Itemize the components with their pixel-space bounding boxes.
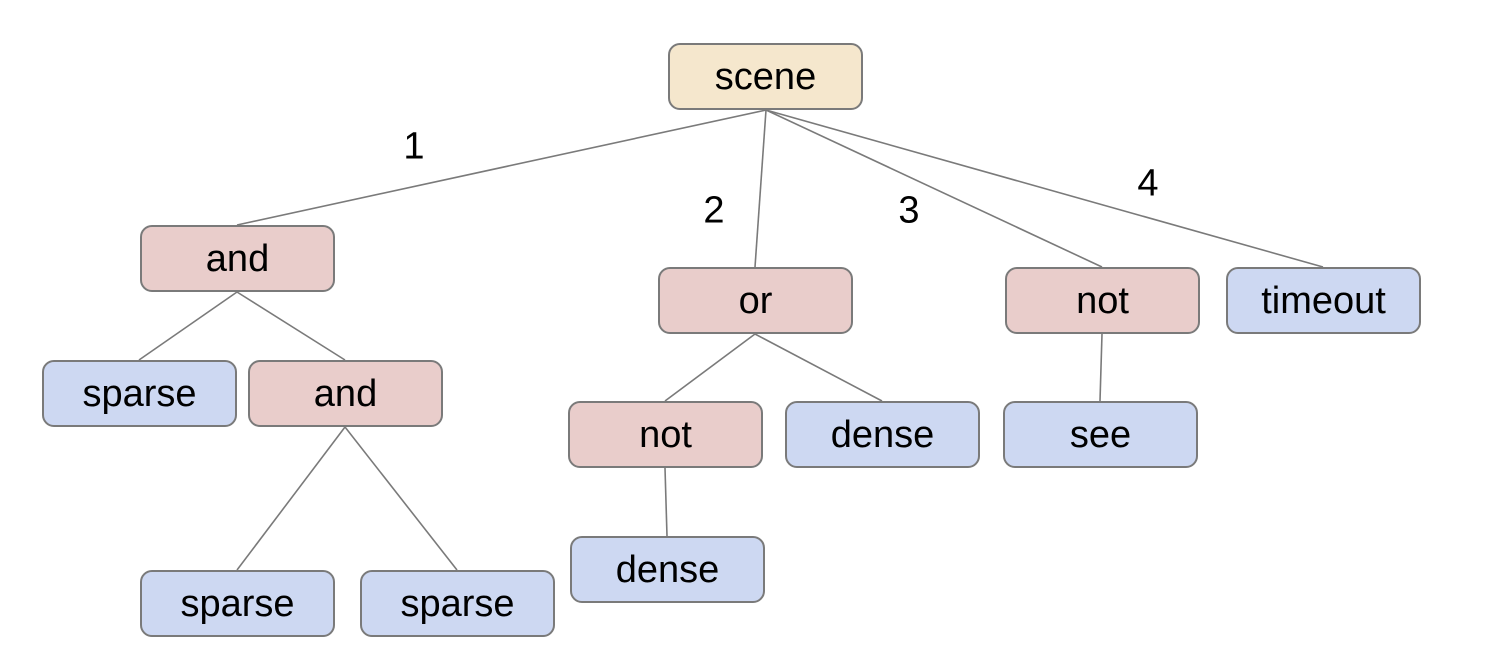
node-scene: scene <box>668 43 863 110</box>
edge-label-1: 1 <box>403 125 425 168</box>
node-label: or <box>738 279 773 322</box>
node-label: and <box>205 237 270 280</box>
node-and-level1: and <box>140 225 335 292</box>
node-sparse-1: sparse <box>42 360 237 427</box>
edge-label-3: 3 <box>898 189 920 232</box>
node-label: not <box>1076 279 1129 322</box>
node-not-level1: not <box>1005 267 1200 334</box>
edge-and2-sparse-left <box>236 426 346 571</box>
node-label: not <box>639 413 692 456</box>
node-label: and <box>313 372 378 415</box>
edge-or-not <box>664 333 756 402</box>
node-sparse-3: sparse <box>360 570 555 637</box>
node-or: or <box>658 267 853 334</box>
node-label: sparse <box>180 582 295 625</box>
node-timeout: timeout <box>1226 267 1421 334</box>
edge-or-dense <box>754 333 883 402</box>
node-dense-1: dense <box>785 401 980 468</box>
edge-label-4: 4 <box>1137 162 1159 205</box>
node-label: sparse <box>82 372 197 415</box>
node-label: see <box>1069 413 1132 456</box>
node-see: see <box>1003 401 1198 468</box>
edge-scene-not <box>765 109 1103 268</box>
edge-label-2: 2 <box>703 189 725 232</box>
edge-and2-sparse-right <box>344 426 458 571</box>
node-not-level2: not <box>568 401 763 468</box>
node-label: scene <box>714 55 817 98</box>
node-label: dense <box>615 548 720 591</box>
node-label: dense <box>830 413 935 456</box>
edge-not2-dense <box>664 467 668 537</box>
edge-and-sparse <box>138 291 238 361</box>
edge-and-and <box>236 291 346 361</box>
edge-scene-timeout <box>765 109 1324 268</box>
edge-scene-or <box>754 109 767 268</box>
edge-not-see <box>1099 333 1103 402</box>
node-label: timeout <box>1261 279 1386 322</box>
node-label: sparse <box>400 582 515 625</box>
node-sparse-2: sparse <box>140 570 335 637</box>
edge-scene-and <box>236 109 767 226</box>
node-dense-2: dense <box>570 536 765 603</box>
node-and-level2: and <box>248 360 443 427</box>
